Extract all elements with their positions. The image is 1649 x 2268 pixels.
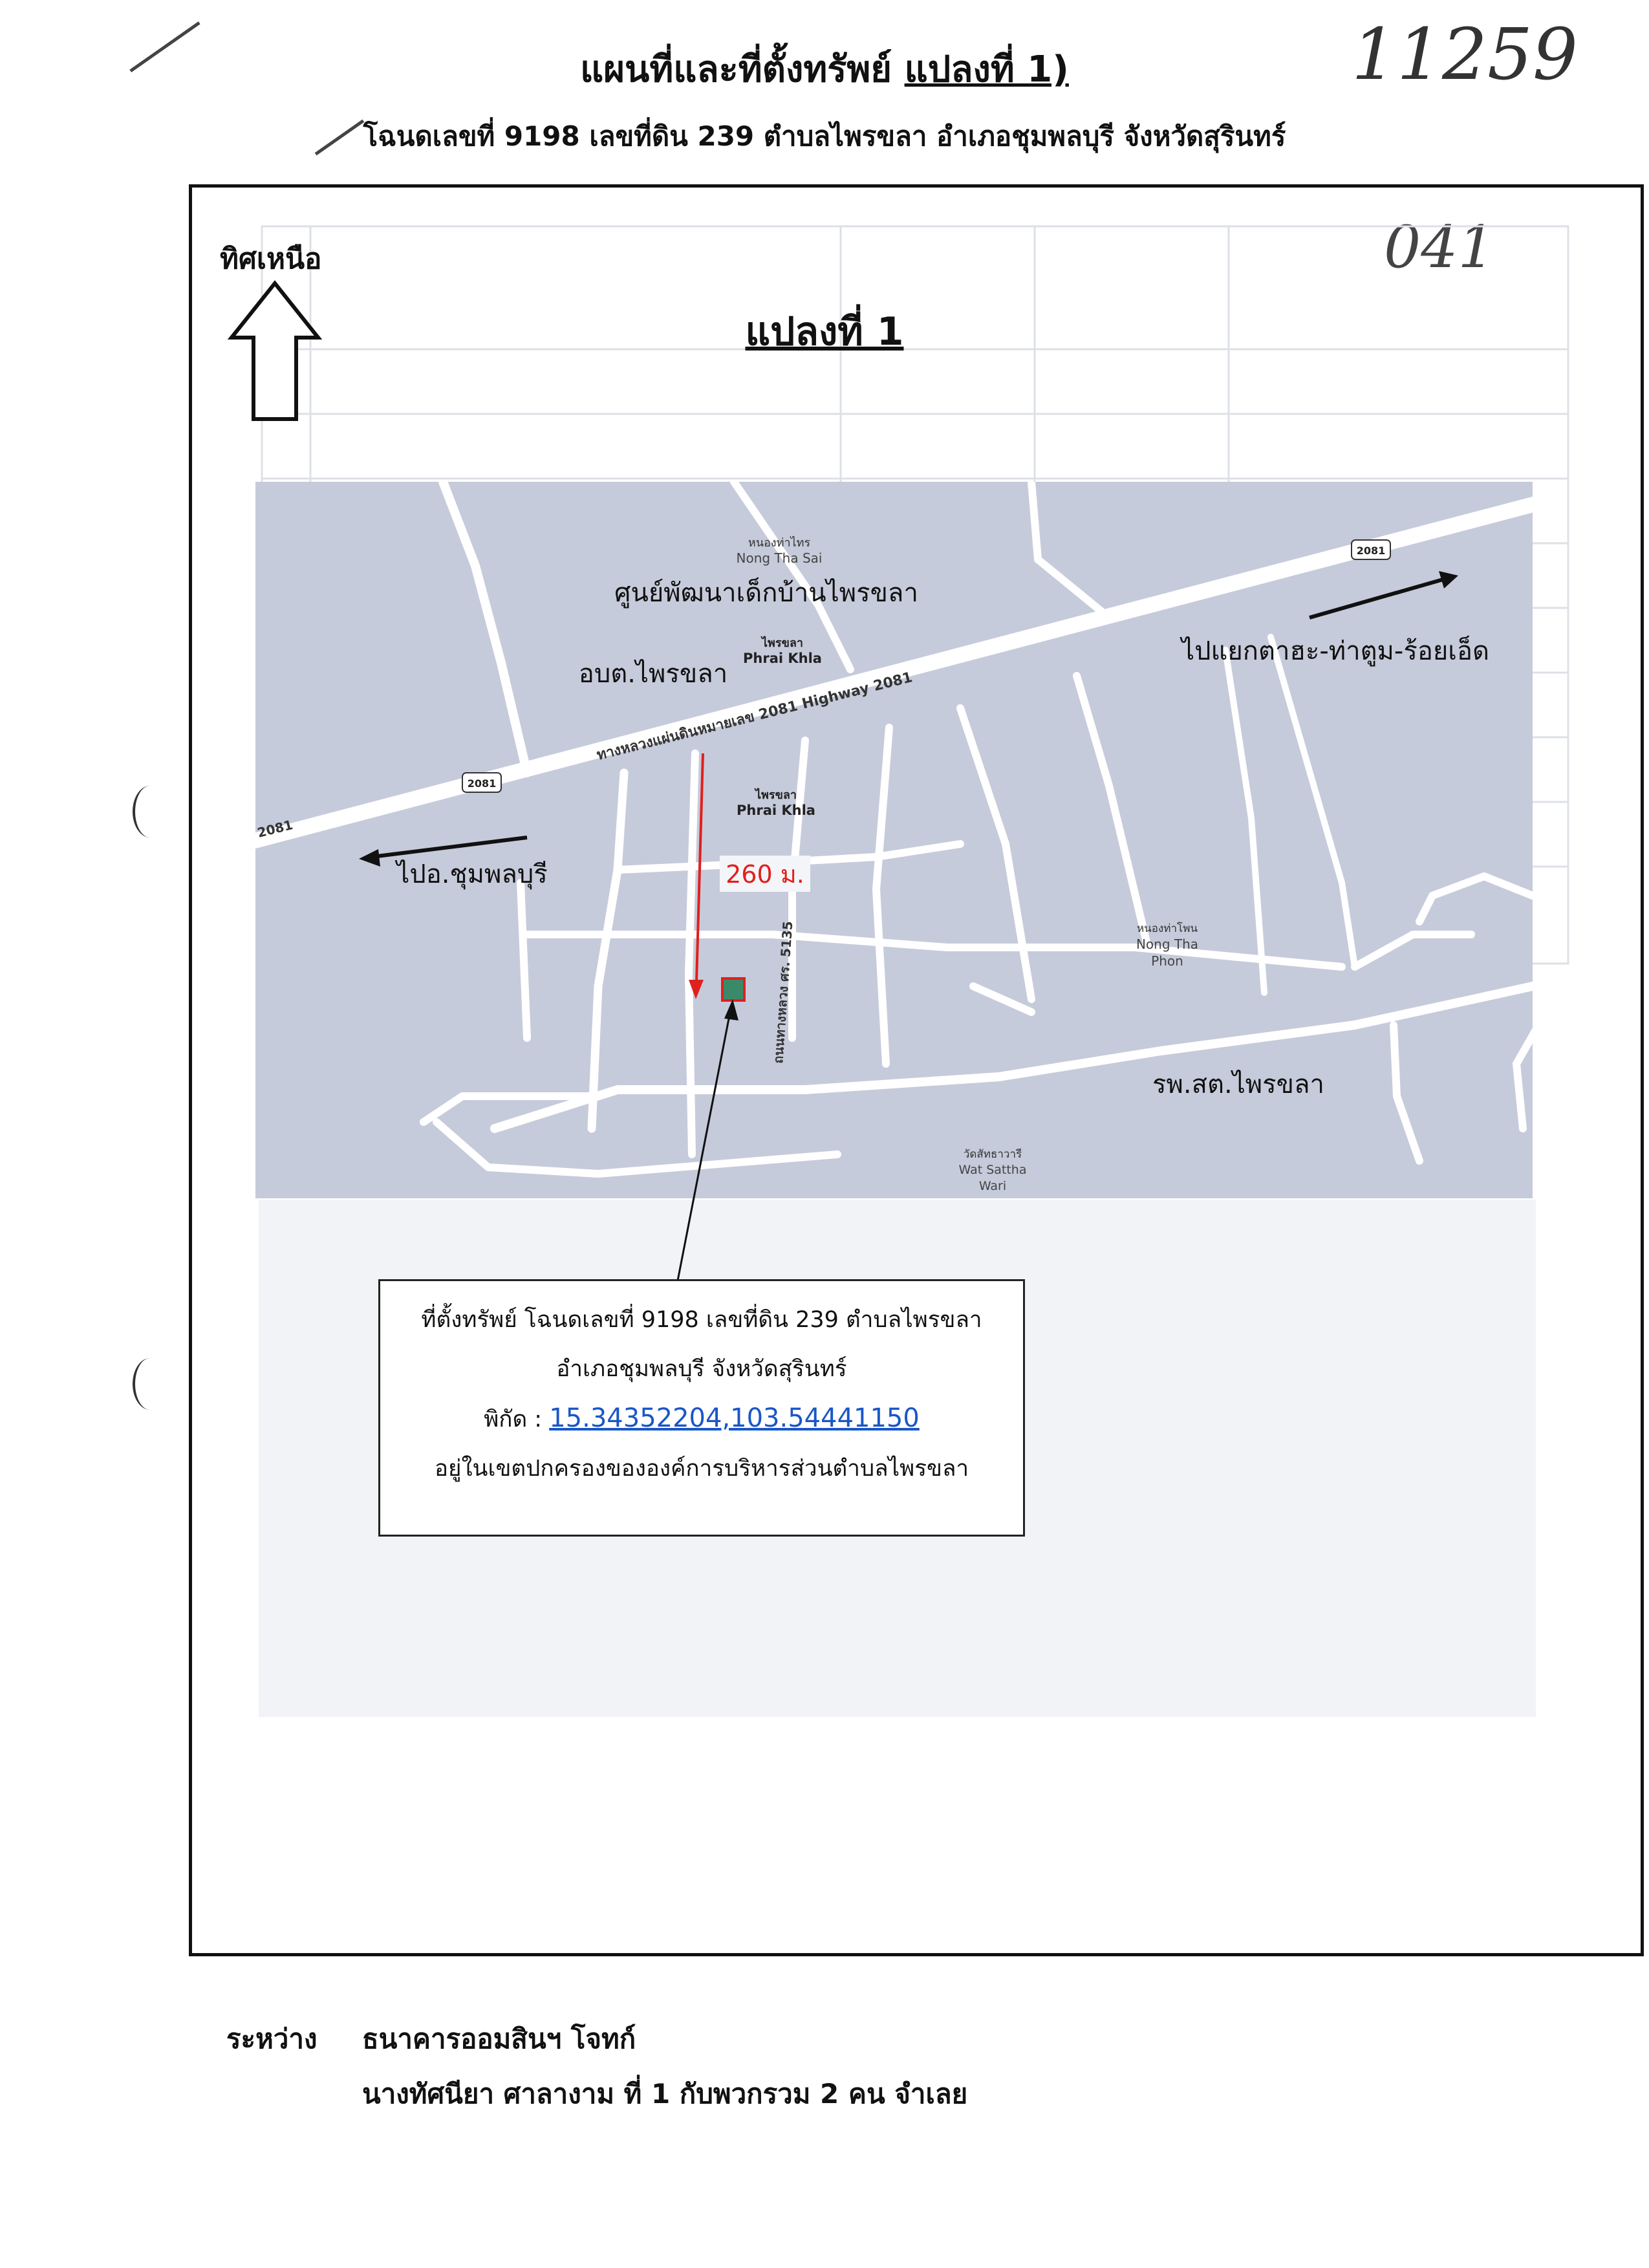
info-line-district: อำเภอชุมพลบุรี จังหวัดสุรินทร์: [556, 1356, 847, 1382]
road-network: [255, 482, 1533, 1178]
place-label: ไพรขลา: [754, 788, 797, 802]
deed-subtitle: โฉนดเลขที่ 9198 เลขที่ดิน 239 ตำบลไพรขลา…: [363, 120, 1286, 152]
page-title-plot: แปลงที่ 1): [904, 49, 1069, 91]
place-label: หนองท่าไทร: [748, 535, 811, 550]
handwritten-number: 11259: [1352, 13, 1578, 96]
location-map: 2081 2081 2081 ทางหลวงแผ่นดินหมายเลข 208…: [255, 482, 1533, 1198]
footer-defendant: นางทัศนียา ศาลางาม ที่ 1 กับพวกรวม 2 คน …: [362, 2078, 968, 2110]
place-label: หนองท่าโพน: [1137, 922, 1198, 935]
place-label: Phon: [1151, 953, 1183, 969]
north-label: ทิศเหนือ: [220, 243, 322, 275]
direction-arrow-west: [359, 836, 528, 867]
place-label-obt: อบต.ไพรขลา: [579, 659, 727, 689]
place-label: Wat Sattha: [959, 1163, 1027, 1177]
page-title: แผนที่และที่ตั้งทรัพย์ แปลงที่ 1): [0, 40, 1649, 98]
place-label: ไพรขลา: [760, 636, 803, 650]
map-background: [255, 482, 1533, 1198]
handwritten-page-number: 041: [1384, 213, 1495, 281]
property-marker: [721, 977, 746, 1002]
place-label: Nong Tha Sai: [737, 550, 823, 566]
plot-title: แปลงที่ 1: [745, 309, 904, 354]
place-label: Wari: [979, 1179, 1006, 1193]
info-line-deed: ที่ตั้งทรัพย์ โฉนดเลขที่ 9198 เลขที่ดิน …: [421, 1307, 982, 1333]
map-frame: [189, 184, 1644, 1956]
direction-label-west: ไปอ.ชุมพลบุรี: [394, 859, 548, 890]
highway-shield: 2081: [1351, 539, 1391, 560]
info-line-jurisdiction: อยู่ในเขตปกครองขององค์การบริหารส่วนตำบลไ…: [434, 1456, 969, 1482]
direction-arrow-east: [1309, 571, 1458, 620]
north-arrow-icon: [227, 280, 323, 421]
highway-shield-label: 2081: [468, 777, 497, 790]
page-title-prefix: แผนที่และที่ตั้งทรัพย์: [580, 49, 905, 91]
place-label: Phrai Khla: [737, 803, 815, 818]
place-label: วัดสัทธาวารี: [964, 1148, 1022, 1161]
footer-between-label: ระหว่าง: [226, 2023, 318, 2055]
info-line-coordinates: พิกัด : 15.34352204,103.54441150: [380, 1394, 1023, 1444]
punch-hole: [133, 786, 167, 837]
punch-hole: [133, 1358, 167, 1410]
place-label-health-center: รพ.สต.ไพรขลา: [1152, 1070, 1324, 1099]
distance-label: 260 ม.: [726, 860, 804, 889]
highway-shield: 2081: [462, 772, 502, 793]
distance-label-bg: [720, 856, 810, 892]
place-label: Nong Tha: [1136, 936, 1198, 952]
footer-plaintiff: ธนาคารออมสินฯ โจทก์: [362, 2023, 636, 2055]
distance-arrow: [689, 753, 704, 999]
place-label: Phrai Khla: [743, 651, 822, 666]
coordinates-label: พิกัด :: [484, 1407, 550, 1432]
coordinates-link[interactable]: 15.34352204,103.54441150: [549, 1403, 920, 1433]
place-label-child-center: ศูนย์พัฒนาเด็กบ้านไพรขลา: [614, 577, 918, 608]
highway-shield-label: 2081: [1357, 545, 1386, 557]
direction-label-east: ไปแยกตาฮะ-ท่าตูม-ร้อยเอ็ด: [1180, 635, 1489, 666]
property-info-box: ที่ตั้งทรัพย์ โฉนดเลขที่ 9198 เลขที่ดิน …: [378, 1279, 1025, 1537]
